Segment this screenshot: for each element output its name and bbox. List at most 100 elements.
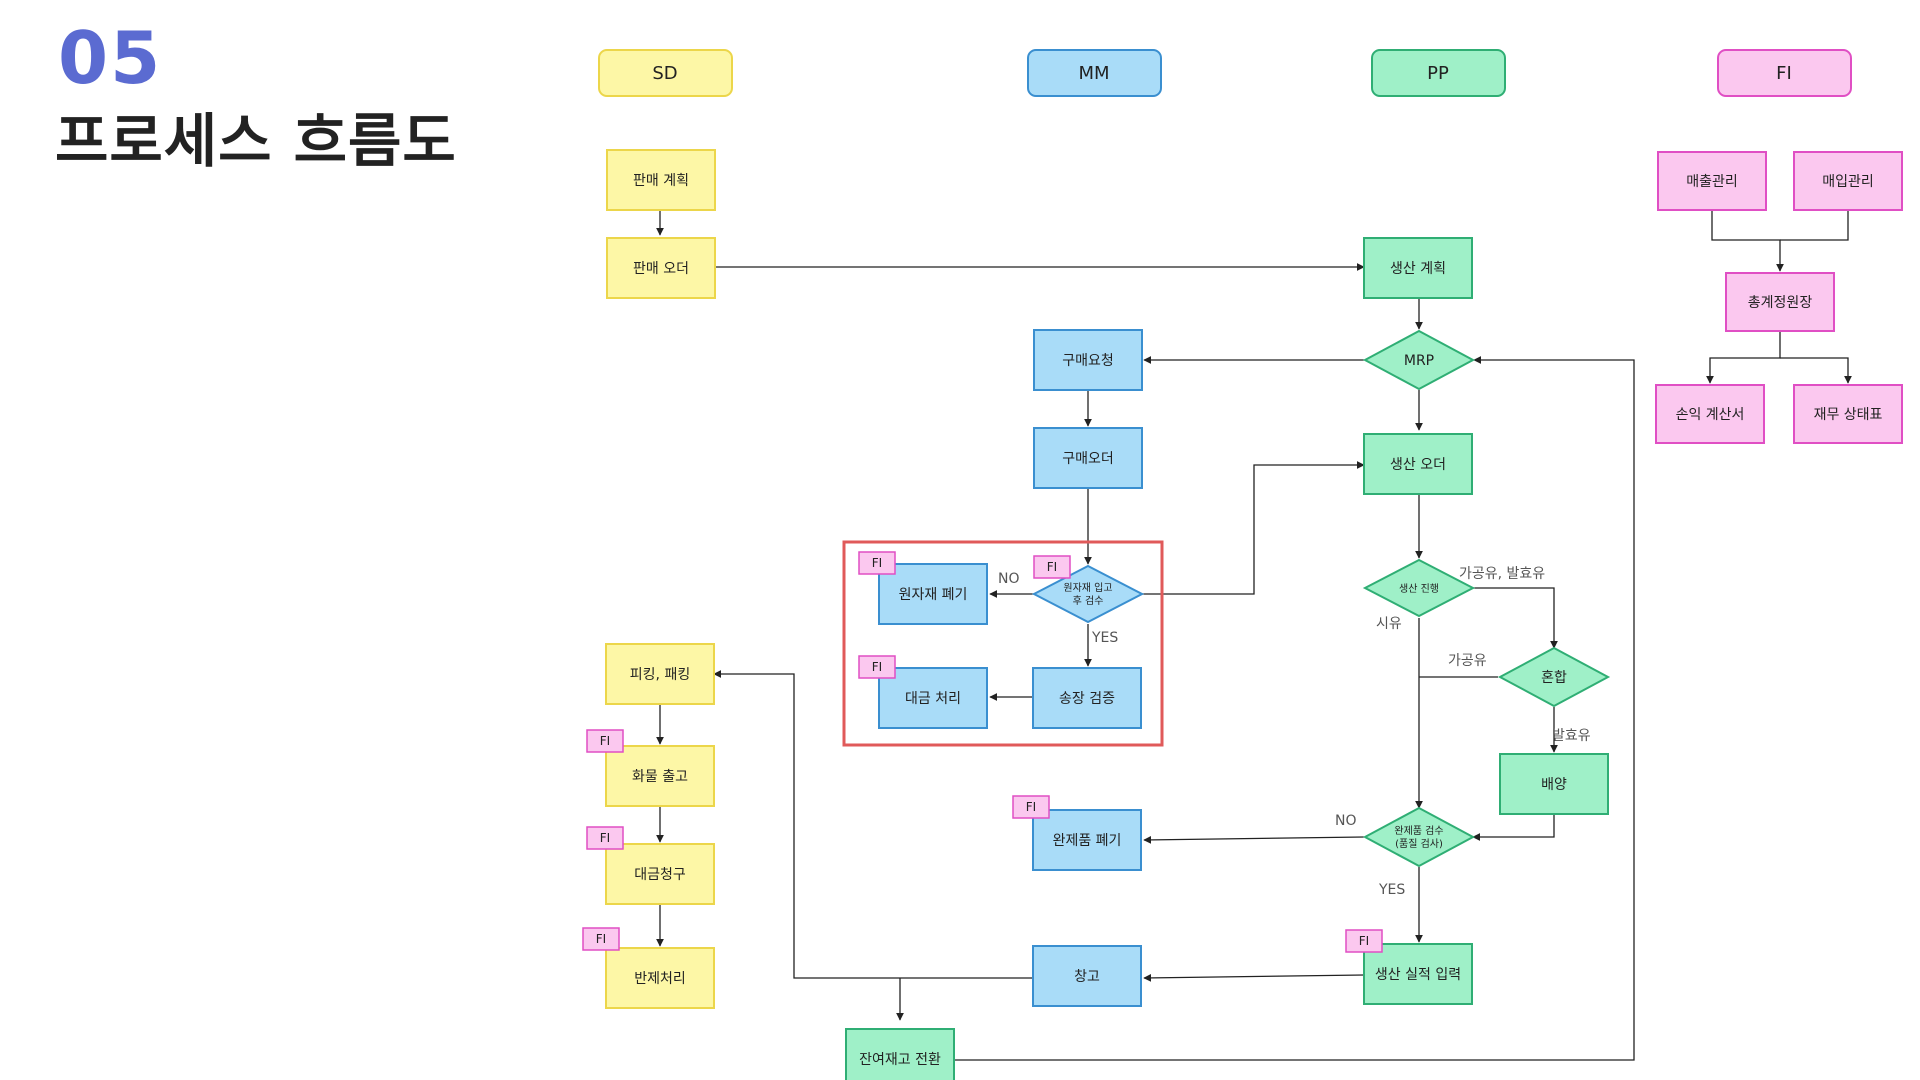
node-mm-invoice-verify-label: 송장 검증 [1059, 691, 1115, 707]
edge-sales-gl [1711, 210, 1784, 272]
lane-pp: PP [1371, 49, 1506, 97]
node-sd-order-label: 판매 오더 [633, 261, 689, 277]
edge-label-no-fg: NO [1335, 813, 1357, 829]
node-mm-po: 구매오더 [1033, 427, 1143, 489]
fi-tag-gr-inspect-label: FI [1047, 560, 1057, 574]
lane-fi-label: FI [1776, 63, 1792, 84]
edge-label-no-raw: NO [998, 571, 1020, 587]
node-pp-confirm-label: 생산 실적 입력 [1375, 967, 1461, 983]
node-mm-payment-label: 대금 처리 [905, 691, 961, 707]
node-pp-culture-label: 배양 [1541, 777, 1567, 793]
node-fi-pl: 손익 계산서 [1655, 384, 1765, 444]
fi-tag-return-label: FI [596, 932, 606, 946]
node-mm-warehouse: 창고 [1032, 945, 1142, 1007]
lane-mm: MM [1027, 49, 1162, 97]
node-sd-picking: 피킹, 패킹 [605, 643, 715, 705]
node-mm-raw-dispose: 원자재 폐기 [878, 563, 988, 625]
node-fi-sales: 매출관리 [1657, 151, 1767, 211]
fi-tag-confirm: FI [1345, 929, 1383, 953]
node-sd-goods-issue-label: 화물 출고 [632, 769, 688, 785]
fi-tag-raw-dispose-label: FI [872, 556, 882, 570]
node-pp-fg-inspect-label-2: (품질 검사) [1395, 838, 1443, 850]
node-fi-bs: 재무 상태표 [1793, 384, 1903, 444]
edge-label-raw-milk: 시유 [1376, 616, 1402, 632]
node-sd-return: 반제처리 [605, 947, 715, 1009]
node-pp-confirm: 생산 실적 입력 [1363, 943, 1473, 1005]
lane-sd: SD [598, 49, 733, 97]
node-pp-order: 생산 오더 [1363, 433, 1473, 495]
fi-tag-raw-dispose: FI [858, 551, 896, 575]
node-mm-pr-label: 구매요청 [1062, 353, 1114, 369]
node-fi-purchase-label: 매입관리 [1822, 174, 1874, 190]
node-mm-warehouse-label: 창고 [1074, 969, 1100, 985]
lane-sd-label: SD [652, 63, 677, 84]
highlight-box [842, 540, 1164, 747]
fi-tag-return: FI [582, 927, 620, 951]
edge-gl-pl [1706, 332, 1781, 384]
node-pp-blend-label: 혼합 [1541, 670, 1567, 686]
node-mm-fg-dispose: 완제품 폐기 [1032, 809, 1142, 871]
edges [656, 210, 1852, 1061]
node-pp-order-label: 생산 오더 [1390, 457, 1446, 473]
fi-tag-payment: FI [858, 655, 896, 679]
edge-label-processed-fermented: 가공유, 발효유 [1459, 566, 1545, 582]
fi-tag-goods-issue-label: FI [600, 734, 610, 748]
node-fi-gl: 총계정원장 [1725, 272, 1835, 332]
node-fi-purchase: 매입관리 [1793, 151, 1903, 211]
node-sd-plan-label: 판매 계획 [633, 173, 689, 189]
node-sd-goods-issue: 화물 출고 [605, 745, 715, 807]
node-mm-stock-convert: 잔여재고 전환 [845, 1028, 955, 1080]
node-sd-order: 판매 오더 [606, 237, 716, 299]
node-pp-culture: 배양 [1499, 753, 1609, 815]
node-pp-progress: 생산 진행 [1362, 558, 1476, 618]
node-mm-gr-inspect-label-2: 후 검수 [1073, 595, 1104, 607]
fi-tag-fg-dispose: FI [1012, 795, 1050, 819]
node-mm-gr-inspect-label-1: 원자재 입고 [1063, 581, 1112, 594]
node-pp-plan: 생산 계획 [1363, 237, 1473, 299]
fi-tag-gr-inspect: FI [1033, 555, 1071, 579]
node-sd-picking-label: 피킹, 패킹 [630, 667, 690, 683]
node-mm-gr-inspect: 원자재 입고 후 검수 [1031, 564, 1145, 624]
edge-warehouse-picking [713, 670, 1033, 979]
edge-label-processed: 가공유 [1448, 653, 1487, 669]
node-mm-po-label: 구매오더 [1062, 451, 1114, 467]
node-pp-plan-label: 생산 계획 [1390, 261, 1446, 277]
edge-purchase-gl [1780, 210, 1849, 241]
node-fi-bs-label: 재무 상태표 [1814, 407, 1883, 423]
node-fi-gl-label: 총계정원장 [1748, 295, 1813, 311]
node-pp-progress-label: 생산 진행 [1399, 583, 1439, 595]
node-mm-pr: 구매요청 [1033, 329, 1143, 391]
fi-tag-fg-dispose-label: FI [1026, 800, 1036, 814]
fi-tag-payment-label: FI [872, 660, 882, 674]
node-pp-blend: 혼합 [1497, 646, 1611, 708]
edge-gl-bs [1780, 357, 1852, 384]
node-pp-fg-inspect-label-1: 완제품 검수 [1394, 825, 1443, 837]
node-mm-stock-convert-label: 잔여재고 전환 [859, 1052, 941, 1068]
node-sd-billing-label: 대금청구 [634, 867, 686, 883]
edge-fginspect-fgdispose [1143, 836, 1365, 844]
node-sd-billing: 대금청구 [605, 843, 715, 905]
lane-fi: FI [1717, 49, 1852, 97]
section-number: 05 [58, 16, 163, 100]
node-pp-mrp: MRP [1362, 329, 1476, 391]
edge-confirm-warehouse [1143, 974, 1365, 982]
node-fi-pl-label: 손익 계산서 [1676, 407, 1745, 423]
node-pp-mrp-label: MRP [1404, 353, 1434, 369]
node-mm-fg-dispose-label: 완제품 폐기 [1053, 833, 1122, 849]
lane-mm-label: MM [1078, 63, 1109, 84]
node-sd-plan: 판매 계획 [606, 149, 716, 211]
edge-label-fermented: 발효유 [1552, 728, 1591, 744]
edge-label-yes-fg: YES [1378, 882, 1405, 898]
page-title: 프로세스 흐름도 [55, 107, 457, 175]
node-mm-raw-dispose-label: 원자재 폐기 [899, 587, 968, 603]
edge-culture-fginspect [1472, 812, 1555, 841]
node-fi-sales-label: 매출관리 [1686, 174, 1738, 190]
fi-tag-confirm-label: FI [1359, 934, 1369, 948]
edge-stockconvert-mrp [954, 356, 1635, 1061]
fi-tag-goods-issue: FI [586, 729, 624, 753]
fi-tag-billing: FI [586, 826, 624, 850]
edge-label-yes-raw: YES [1091, 630, 1118, 646]
fi-tag-billing-label: FI [600, 831, 610, 845]
node-mm-payment: 대금 처리 [878, 667, 988, 729]
